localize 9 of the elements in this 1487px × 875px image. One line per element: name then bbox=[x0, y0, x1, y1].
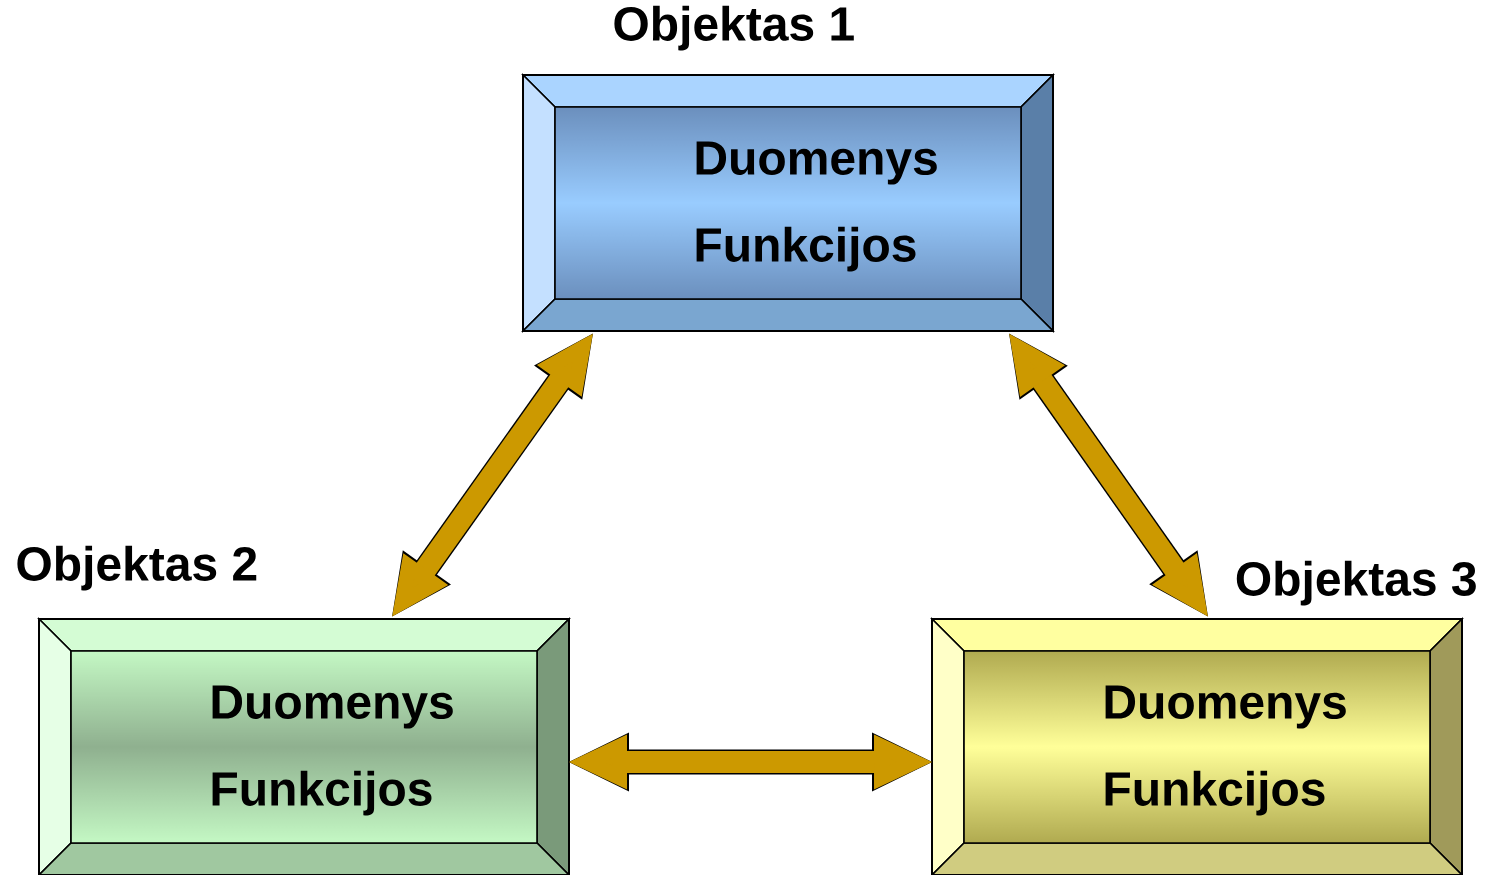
box-text: Funkcijos bbox=[212, 770, 432, 816]
box-text: Duomenys bbox=[696, 141, 937, 185]
box-text: Duomenys bbox=[212, 685, 453, 729]
heading-text: Objektas 3 bbox=[1236, 560, 1476, 606]
heading-text: Objektas 2 bbox=[17, 545, 257, 591]
box-text: Funkcijos bbox=[696, 226, 916, 272]
box-text: Duomenys bbox=[1105, 685, 1346, 729]
heading-text: Objektas 1 bbox=[614, 5, 854, 51]
box-text: Funkcijos bbox=[1105, 770, 1325, 816]
